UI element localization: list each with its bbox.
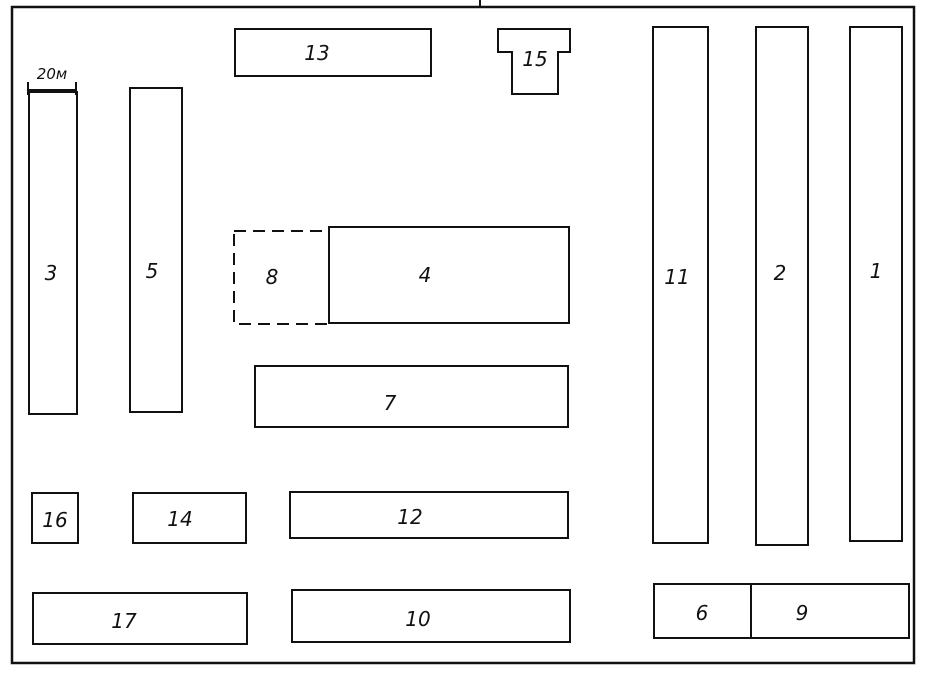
building-4: 4 xyxy=(328,226,570,324)
building-6-label: 6 xyxy=(696,601,709,625)
building-12-label: 12 xyxy=(397,505,422,529)
building-10: 10 xyxy=(291,589,571,643)
building-9-label: 9 xyxy=(796,601,809,625)
building-4-label: 4 xyxy=(419,263,432,287)
building-1-label: 1 xyxy=(870,259,883,283)
building-11: 11 xyxy=(652,26,709,544)
scale-bar: 20м xyxy=(27,65,77,95)
building-16: 16 xyxy=(31,492,79,544)
building-1: 1 xyxy=(849,26,903,542)
building-10-label: 10 xyxy=(405,607,430,631)
building-17: 17 xyxy=(32,592,248,645)
building-5: 5 xyxy=(129,87,183,413)
building-7-label: 7 xyxy=(384,391,397,415)
building-16-label: 16 xyxy=(42,508,67,532)
building-13: 13 xyxy=(234,28,432,77)
building-15-label: 15 xyxy=(522,47,547,71)
building-7: 7 xyxy=(254,365,569,428)
building-8-label: 8 xyxy=(266,265,279,289)
building-5-label: 5 xyxy=(146,259,159,283)
building-12: 12 xyxy=(289,491,569,539)
building-14-label: 14 xyxy=(167,507,192,531)
building-14: 14 xyxy=(132,492,247,544)
site-boundary xyxy=(10,5,916,665)
scale-bar-label: 20м xyxy=(37,65,67,83)
building-9: 9 xyxy=(750,583,910,639)
building-2-label: 2 xyxy=(774,261,787,285)
building-13-label: 13 xyxy=(304,41,329,65)
building-8-planned: 8 xyxy=(233,230,330,325)
building-2: 2 xyxy=(755,26,809,546)
building-11-label: 11 xyxy=(664,265,689,289)
building-17-label: 17 xyxy=(111,609,137,633)
building-3: 3 xyxy=(28,91,78,415)
building-15: 15 xyxy=(497,28,571,95)
building-6: 6 xyxy=(653,583,752,639)
building-3-label: 3 xyxy=(45,261,58,285)
